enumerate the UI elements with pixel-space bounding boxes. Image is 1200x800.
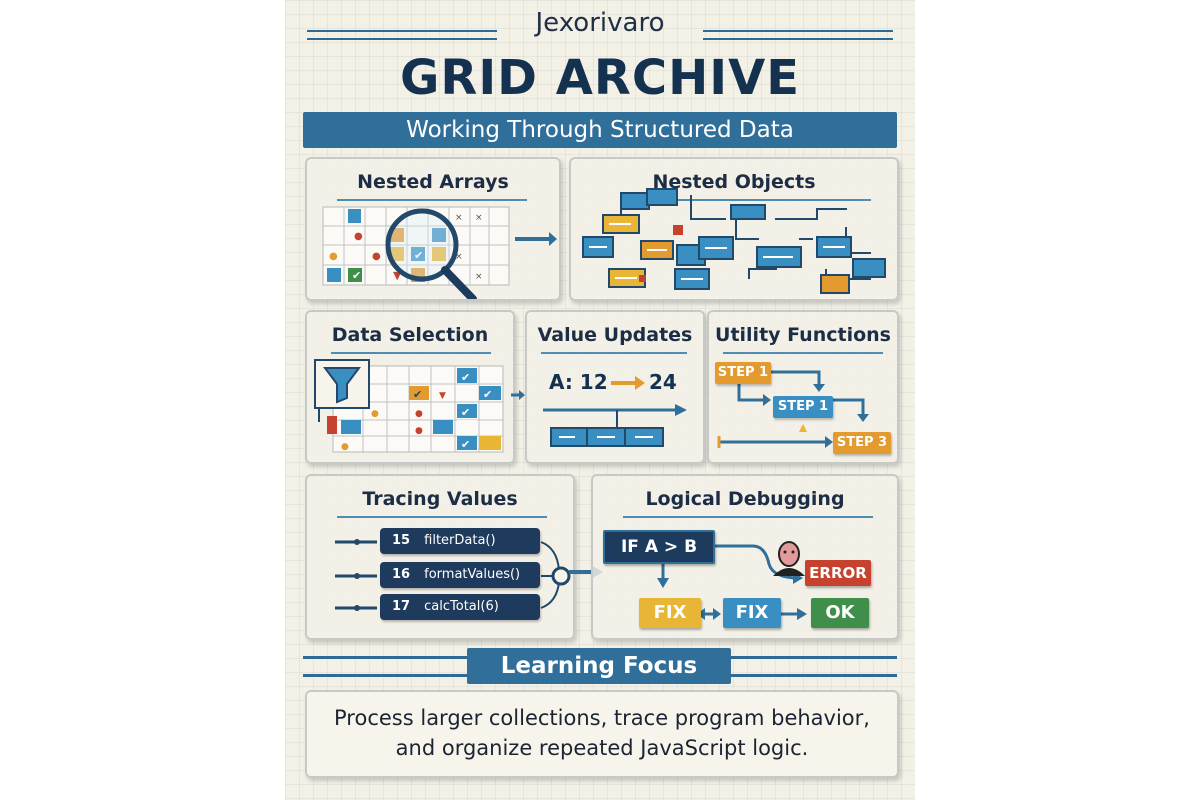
- svg-text:●: ●: [372, 251, 381, 262]
- trace-item: 17 calcTotal(6): [380, 594, 540, 620]
- svg-text:✔: ✔: [461, 406, 470, 419]
- panel-title-value-updates: Value Updates: [537, 324, 693, 346]
- panel-nested-objects: Nested Objects: [569, 157, 899, 301]
- infographic-poster: Jexorivaro GRID ARCHIVE Working Through …: [285, 0, 915, 800]
- learning-focus-line-1: Process larger collections, trace progra…: [334, 706, 870, 730]
- panel-underline: [623, 516, 873, 518]
- trace-item: 16 formatValues(): [380, 562, 540, 588]
- panel-title-tracing-values: Tracing Values: [362, 488, 518, 510]
- utility-step-1: STEP 1: [715, 362, 771, 384]
- svg-text:✔: ✔: [352, 269, 361, 282]
- selection-grid-graphic: ✔ ✔ ✔ ✔ ✔ ▼ ● ● ● ●: [314, 359, 504, 453]
- svg-text:●: ●: [415, 409, 423, 419]
- bug-head-icon: [789, 554, 790, 555]
- panel-title-logical-debugging: Logical Debugging: [645, 488, 845, 510]
- ok-box: OK: [811, 598, 869, 628]
- panel-title-nested-arrays: Nested Arrays: [357, 171, 509, 193]
- svg-text:●: ●: [415, 426, 423, 436]
- funnel-icon: [327, 368, 328, 369]
- panel-underline: [723, 352, 883, 354]
- learning-focus-line-2: and organize repeated JavaScript logic.: [395, 736, 809, 760]
- svg-text:✔: ✔: [461, 371, 470, 384]
- svg-text:▼: ▼: [439, 391, 446, 401]
- svg-text:✔: ✔: [483, 388, 492, 401]
- panel-underline: [337, 199, 527, 201]
- panel-data-selection: Data Selection ✔ ✔ ✔ ✔ ✔ ▼ ● ●: [305, 310, 515, 464]
- array-grid-graphic: ● ● ● ▼ ✔ ✔ × × × ×: [322, 206, 557, 299]
- trace-function-call: formatValues(): [424, 567, 521, 582]
- trace-connectors-graphic: [335, 539, 571, 611]
- utility-step-3: STEP 3: [833, 432, 891, 454]
- header-rule-right-2: [703, 38, 893, 40]
- learning-focus-text-box: Process larger collections, trace progra…: [305, 690, 899, 778]
- value-change-arrow-icon: [611, 376, 645, 390]
- panel-underline: [331, 352, 491, 354]
- trace-function-call: calcTotal(6): [424, 599, 499, 614]
- value-before: A: 12: [549, 370, 608, 394]
- page-title: GRID ARCHIVE: [399, 50, 801, 106]
- subtitle-banner: Working Through Structured Data: [303, 112, 897, 148]
- step-flow-graphic: [717, 370, 869, 448]
- svg-text:×: ×: [455, 213, 463, 223]
- magnifier-icon: [437, 229, 438, 230]
- panel-underline: [541, 352, 687, 354]
- panel-nested-arrays: Nested Arrays ● ● ● ▼ ✔: [305, 157, 561, 301]
- svg-text:●: ●: [329, 251, 338, 262]
- value-after: 24: [649, 370, 677, 394]
- utility-step-2: STEP 1: [773, 396, 833, 418]
- debug-flow-graphic: [657, 541, 807, 620]
- panel-underline: [641, 199, 871, 201]
- trace-line-number: 16: [392, 567, 411, 582]
- fix-box-2: FIX: [723, 598, 781, 628]
- svg-text:▼: ▼: [393, 269, 402, 282]
- svg-text:✔: ✔: [413, 388, 422, 401]
- header-rule-right: [703, 30, 893, 32]
- trace-line-number: 17: [392, 599, 411, 614]
- fix-box-1: FIX: [639, 598, 701, 628]
- svg-text:●: ●: [371, 409, 379, 419]
- header-rule-left-2: [307, 38, 497, 40]
- svg-text:×: ×: [475, 213, 483, 223]
- learning-focus-banner: Learning Focus: [467, 648, 731, 684]
- panel-title-data-selection: Data Selection: [331, 324, 489, 346]
- svg-text:✔: ✔: [414, 249, 423, 262]
- svg-text:✔: ✔: [461, 438, 470, 451]
- error-badge: ERROR: [805, 560, 871, 586]
- panel-value-updates: Value Updates A: 12 24: [525, 310, 705, 464]
- value-flow-graphic: [543, 404, 687, 447]
- panel-logical-debugging: Logical Debugging IF A > B ERROR FIX FIX: [591, 474, 899, 640]
- trace-line-number: 15: [392, 533, 411, 548]
- svg-text:×: ×: [475, 272, 483, 282]
- condition-box: IF A > B: [603, 530, 715, 564]
- panel-utility-functions: Utility Functions STEP 1 STEP 1 STEP 3: [707, 310, 899, 464]
- svg-text:●: ●: [341, 442, 349, 452]
- arrow-icon: [511, 390, 525, 400]
- header-rule-left: [307, 30, 497, 32]
- panel-tracing-values: Tracing Values 15 filterData() 16: [305, 474, 575, 640]
- trace-function-call: filterData(): [424, 533, 496, 548]
- panel-underline: [337, 516, 547, 518]
- object-tree-graphic: [582, 188, 886, 294]
- brand-name: Jexorivaro: [535, 8, 665, 38]
- svg-text:●: ●: [354, 231, 363, 242]
- panel-title-nested-objects: Nested Objects: [652, 171, 816, 193]
- panel-title-utility-functions: Utility Functions: [715, 324, 891, 346]
- trace-item: 15 filterData(): [380, 528, 540, 554]
- svg-text:×: ×: [455, 252, 463, 262]
